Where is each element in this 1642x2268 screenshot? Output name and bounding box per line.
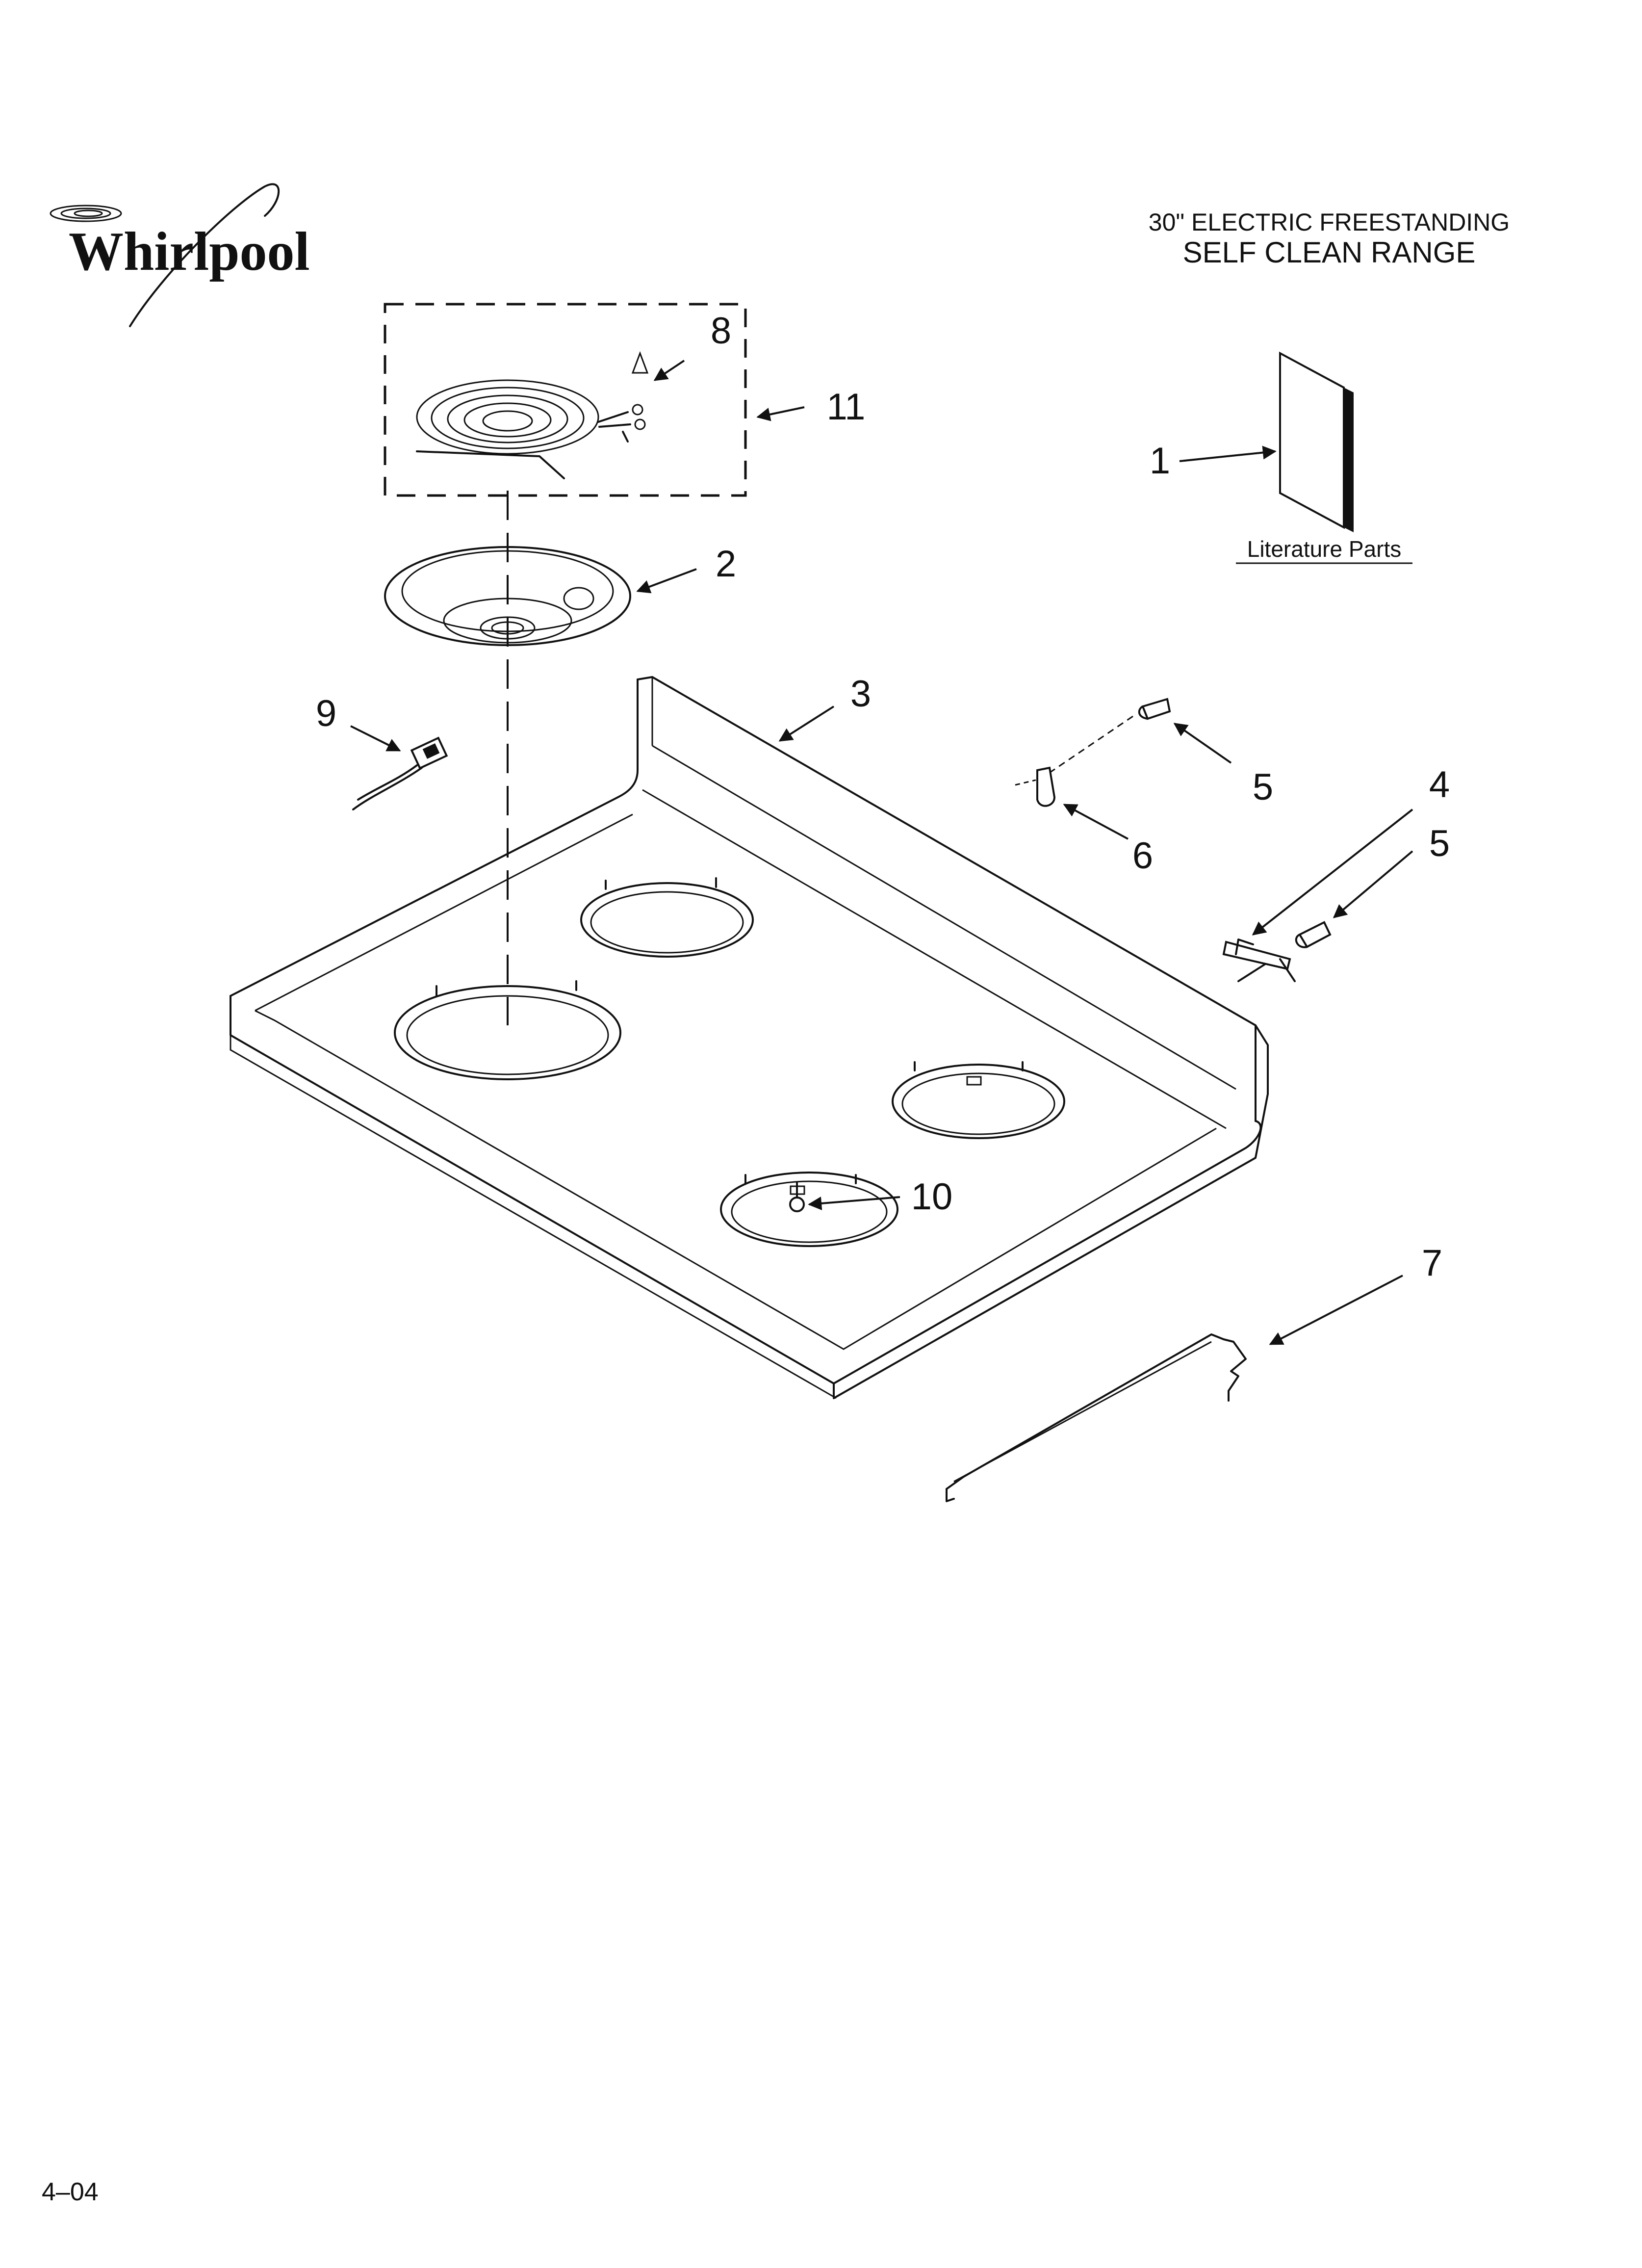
callout-7: 7 (1422, 1242, 1442, 1284)
callout-2: 2 (716, 543, 736, 585)
rod-item-7 (946, 1333, 1247, 1502)
callout-10: 10 (911, 1176, 953, 1218)
callout-6-arrow (1063, 804, 1129, 840)
literature-parts-book (1179, 351, 1354, 532)
surface-element-assembly (384, 303, 747, 497)
callout-4: 4 (1429, 764, 1450, 806)
whirlpool-logo: Whirlpool (50, 183, 310, 327)
callout-7-arrow (1269, 1275, 1403, 1345)
screw-item-10 (789, 1181, 805, 1212)
callout-3-arrow (778, 705, 835, 742)
literature-parts-label: Literature Parts (1247, 536, 1401, 562)
whirlpool-logo-text: Whirlpool (69, 221, 310, 282)
callout-9: 9 (316, 693, 336, 734)
callout-4-arrow (1252, 808, 1413, 936)
title-line-1: 30" ELECTRIC FREESTANDING (1149, 209, 1510, 236)
terminal-block (352, 736, 448, 810)
callout-1: 1 (1150, 440, 1170, 482)
bracket-item-4 (1222, 938, 1296, 982)
callout-2-arrow (636, 568, 697, 594)
callout-8-arrow (653, 360, 685, 381)
callout-3: 3 (850, 673, 871, 715)
callout-11-arrow (756, 406, 805, 421)
cooktop-main-top (230, 676, 1269, 1399)
callout-5b: 5 (1429, 823, 1450, 864)
callout-11: 11 (827, 386, 866, 428)
screw-item-5-upper (1049, 698, 1171, 774)
callout-8: 8 (711, 310, 731, 352)
clip-item-6 (1015, 766, 1056, 807)
footer-code: 4–04 (42, 2178, 99, 2206)
callout-5b-arrow (1333, 850, 1413, 918)
title-line-2: SELF CLEAN RANGE (1183, 236, 1476, 269)
callout-5a-arrow (1173, 723, 1232, 764)
callout-6: 6 (1132, 835, 1153, 877)
callout-5a: 5 (1253, 766, 1273, 808)
callout-10-arrow (808, 1196, 900, 1210)
callout-9-arrow (350, 725, 401, 752)
screw-item-5-lower (1295, 921, 1332, 948)
